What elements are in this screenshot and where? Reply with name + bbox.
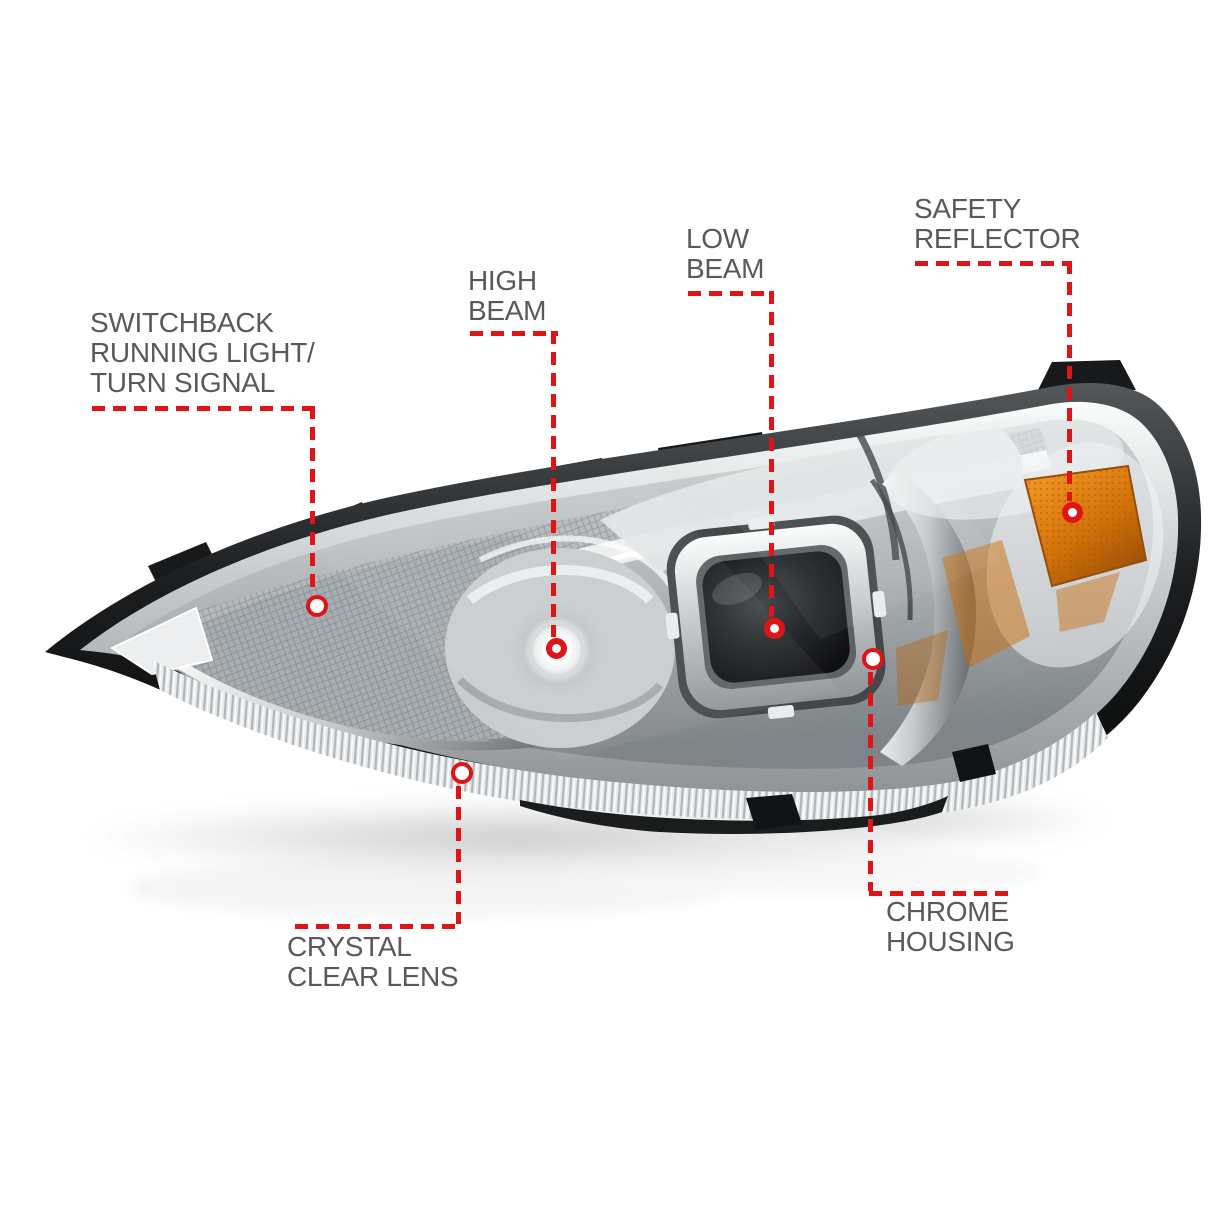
leader-line-horizontal bbox=[92, 406, 319, 411]
floor-reflection bbox=[130, 848, 1040, 918]
callout-label-chrome-housing: CHROME HOUSING bbox=[886, 897, 1015, 957]
amber-side-reflector bbox=[896, 464, 1148, 706]
target-marker-ring bbox=[862, 648, 884, 670]
leader-line-vertical bbox=[1067, 261, 1072, 501]
label-line: CHROME bbox=[886, 896, 1009, 927]
leader-line-horizontal bbox=[915, 261, 1072, 266]
label-line: REFLECTOR bbox=[914, 223, 1081, 254]
callout-label-switchback: SWITCHBACK RUNNING LIGHT/ TURN SIGNAL bbox=[90, 307, 315, 398]
label-line: CRYSTAL bbox=[287, 931, 412, 962]
leader-line-horizontal bbox=[295, 924, 461, 929]
leader-line-vertical bbox=[456, 786, 461, 924]
projector-clips bbox=[665, 516, 887, 720]
leader-line-vertical bbox=[551, 331, 556, 637]
leader-line-horizontal bbox=[688, 291, 774, 296]
callout-label-safety-reflector: SAFETY REFLECTOR bbox=[914, 193, 1081, 254]
leader-line-vertical bbox=[769, 291, 774, 617]
leader-line-vertical bbox=[868, 672, 873, 891]
label-line: BEAM bbox=[468, 295, 547, 326]
label-line: BEAM bbox=[686, 253, 765, 284]
label-line: CLEAR LENS bbox=[287, 961, 459, 992]
label-line: SWITCHBACK bbox=[90, 307, 274, 338]
label-line: TURN SIGNAL bbox=[90, 367, 275, 398]
lower-housing-lip bbox=[520, 744, 996, 834]
target-marker-dot bbox=[546, 638, 567, 659]
callout-label-low-beam: LOW BEAM bbox=[686, 224, 764, 284]
label-line: HOUSING bbox=[886, 926, 1015, 957]
target-marker-dot bbox=[1062, 502, 1083, 523]
lens-sheen bbox=[300, 430, 1000, 760]
label-line: SAFETY bbox=[914, 193, 1022, 224]
label-line: RUNNING LIGHT/ bbox=[90, 337, 315, 368]
label-line: LOW bbox=[686, 223, 749, 254]
projector-lens bbox=[702, 551, 850, 683]
leader-line-horizontal bbox=[869, 891, 1012, 896]
projector-low-beam bbox=[665, 515, 887, 720]
target-marker-ring bbox=[451, 762, 473, 784]
chrome-blade bbox=[869, 470, 977, 766]
bottom-clear-lens bbox=[152, 660, 1108, 820]
target-marker-dot bbox=[764, 618, 785, 639]
leader-line-vertical bbox=[310, 406, 315, 594]
callout-label-crystal-clear-lens: CRYSTAL CLEAR LENS bbox=[287, 931, 459, 992]
leader-line-horizontal bbox=[470, 331, 558, 336]
corner-wedge-reflector bbox=[109, 606, 214, 676]
label-line: HIGH bbox=[468, 265, 537, 296]
target-marker-ring bbox=[306, 595, 328, 617]
callout-label-high-beam: HIGH BEAM bbox=[468, 266, 546, 326]
